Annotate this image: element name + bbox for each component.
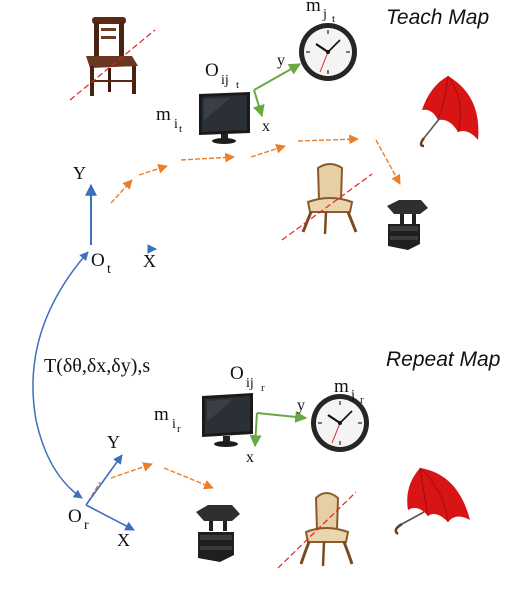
repeat-axis-y-label: Y bbox=[107, 432, 120, 452]
teach-relation-frame bbox=[253, 63, 302, 118]
ornate-chair-icon-repeat bbox=[277, 491, 357, 569]
svg-text:O: O bbox=[68, 506, 82, 527]
teach-local-y-label: y bbox=[277, 52, 285, 69]
repeat-origin-label: O r bbox=[68, 506, 89, 533]
teach-world-frame bbox=[85, 183, 157, 254]
teach-object-i-label: m i t bbox=[156, 104, 182, 135]
repeat-relation-frame bbox=[249, 410, 308, 448]
clock-icon-teach bbox=[299, 23, 357, 81]
svg-text:i: i bbox=[174, 117, 178, 132]
svg-text:ij: ij bbox=[221, 73, 229, 88]
umbrella-icon-teach bbox=[419, 75, 479, 148]
teach-axis-x-label: X bbox=[143, 251, 156, 271]
teach-relation-label: O ij t bbox=[205, 60, 239, 91]
monitor-icon-repeat bbox=[202, 393, 253, 447]
transform-curve bbox=[32, 251, 89, 499]
svg-text:m: m bbox=[306, 0, 321, 16]
teach-axis-y-label: Y bbox=[73, 163, 86, 183]
wooden-chair-icon bbox=[69, 17, 156, 101]
repeat-axis-x-label: X bbox=[117, 530, 130, 550]
repeat-map-title: Repeat Map bbox=[386, 348, 500, 371]
umbrella-icon-repeat bbox=[394, 467, 470, 536]
svg-text:O: O bbox=[205, 60, 219, 81]
repeat-local-y-label: y bbox=[297, 397, 305, 414]
teach-origin-label: O t bbox=[91, 250, 111, 277]
svg-text:i: i bbox=[172, 417, 176, 432]
svg-text:r: r bbox=[261, 382, 265, 394]
svg-text:ij: ij bbox=[246, 376, 254, 391]
clock-icon-repeat bbox=[311, 394, 369, 452]
repeat-relation-label: O ij r bbox=[230, 363, 265, 394]
transform-label: T(δθ,δx,δy),s bbox=[44, 355, 150, 377]
repeat-local-x-label: x bbox=[246, 449, 254, 466]
svg-text:r: r bbox=[84, 518, 89, 533]
repeat-object-j-label: m j r bbox=[334, 376, 364, 406]
teach-trajectory bbox=[110, 134, 401, 204]
svg-text:t: t bbox=[236, 79, 239, 91]
svg-text:j: j bbox=[322, 7, 327, 22]
repeat-object-i-label: m i r bbox=[154, 404, 181, 435]
svg-text:m: m bbox=[334, 376, 349, 397]
svg-text:O: O bbox=[91, 250, 105, 271]
monitor-icon-teach bbox=[199, 92, 250, 144]
svg-text:t: t bbox=[179, 123, 182, 135]
svg-text:m: m bbox=[154, 404, 169, 425]
svg-text:r: r bbox=[360, 394, 364, 406]
repeat-world-frame bbox=[85, 454, 135, 531]
svg-text:r: r bbox=[177, 423, 181, 435]
robot-icon-repeat bbox=[196, 505, 240, 562]
teach-map-title: Teach Map bbox=[386, 6, 489, 29]
repeat-trajectory bbox=[87, 462, 214, 503]
svg-text:j: j bbox=[350, 388, 355, 403]
robot-icon-teach bbox=[387, 200, 428, 250]
svg-text:t: t bbox=[107, 262, 111, 277]
svg-text:m: m bbox=[156, 104, 171, 125]
svg-text:t: t bbox=[332, 13, 335, 25]
teach-object-j-label: m j t bbox=[306, 0, 335, 25]
teach-local-x-label: x bbox=[262, 118, 270, 135]
ornate-chair-icon-teach bbox=[281, 163, 373, 241]
svg-text:O: O bbox=[230, 363, 244, 384]
